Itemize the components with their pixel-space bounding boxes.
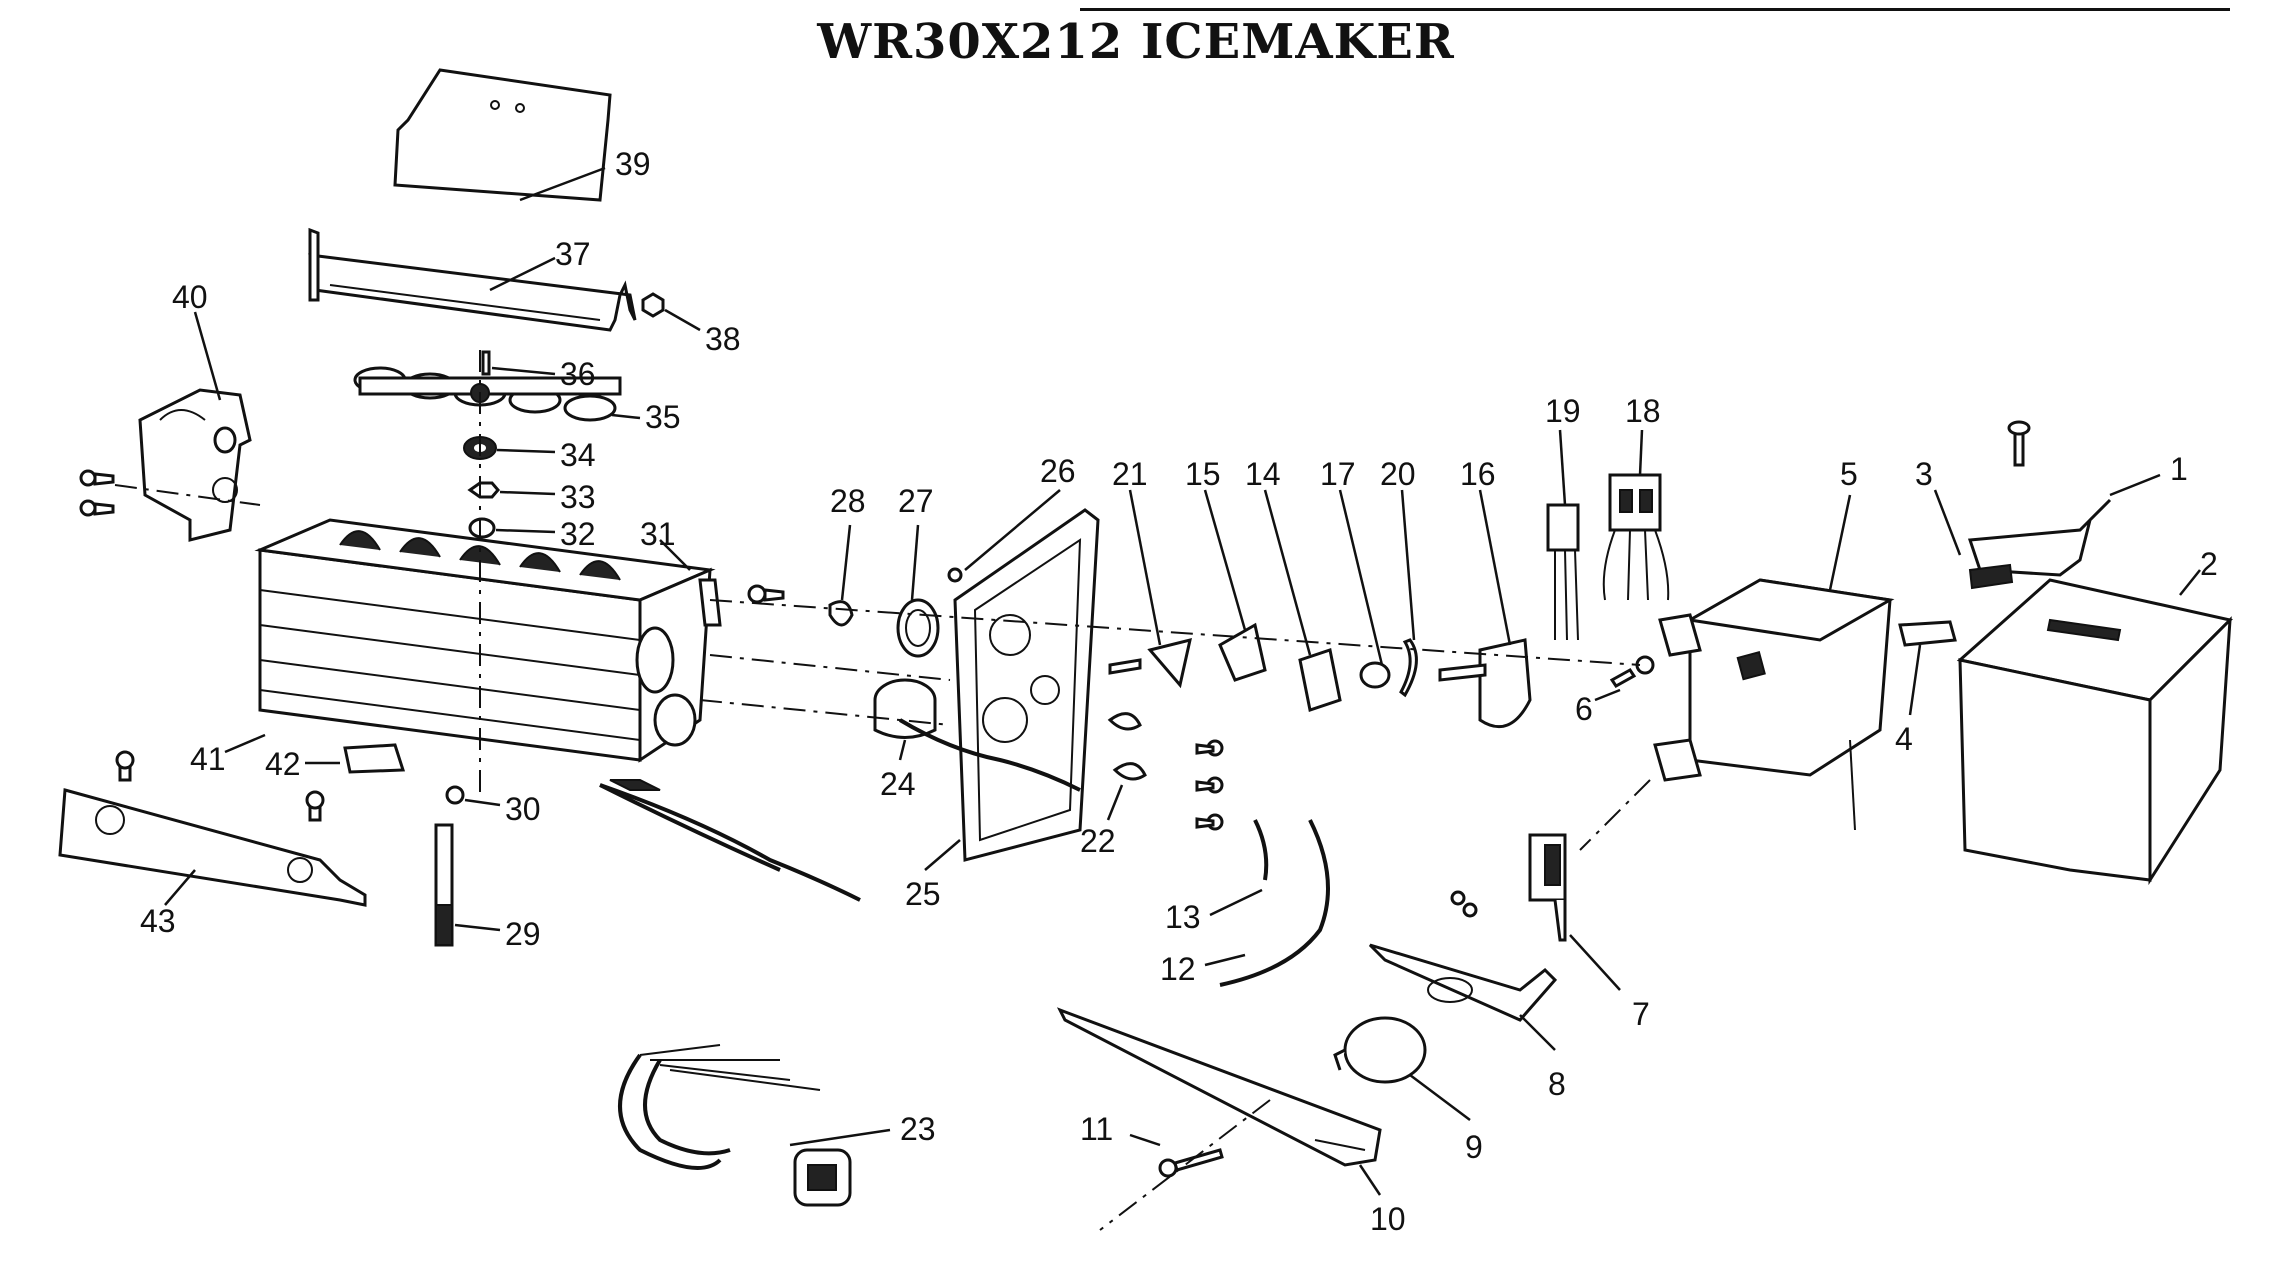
part-8-lever	[1368, 943, 1558, 1051]
part-14-switch-arm	[1263, 489, 1342, 712]
callout-19: 19	[1545, 393, 1581, 429]
part-7-switch	[1528, 833, 1621, 991]
part-15-lever	[1203, 489, 1267, 682]
part-32-washer	[468, 517, 556, 539]
callout-22: 22	[1080, 823, 1116, 859]
part-9-thermostat	[1333, 1016, 1471, 1121]
part-42-clip	[305, 743, 406, 774]
callout-32: 32	[560, 516, 596, 552]
part-19-switch	[1546, 429, 1580, 641]
callout-6: 6	[1575, 691, 1593, 727]
callout-42: 42	[265, 746, 301, 782]
callout-21: 21	[1112, 456, 1148, 492]
part-39-cover-plate	[393, 68, 612, 202]
callout-39: 39	[615, 146, 651, 182]
header-rule	[1080, 8, 2230, 11]
callout-38: 38	[705, 321, 741, 357]
callout-3: 3	[1915, 456, 1933, 492]
part-37-mold-bracket	[308, 227, 637, 332]
part-17-spring	[1338, 489, 1391, 689]
mold-screw	[747, 584, 785, 604]
callout-24: 24	[880, 766, 916, 802]
callout-36: 36	[560, 356, 596, 392]
callout-26: 26	[1040, 453, 1076, 489]
part-11-pin	[1129, 1133, 1224, 1178]
callout-4: 4	[1895, 721, 1913, 757]
callout-16: 16	[1460, 456, 1496, 492]
callout-20: 20	[1380, 456, 1416, 492]
part-2-housing-cover	[1956, 569, 2233, 886]
assembly-axis-lines	[114, 350, 1651, 1231]
part-4-terminal-block	[1898, 620, 1957, 716]
callout-37: 37	[555, 236, 591, 272]
part-22-clip	[1106, 712, 1147, 821]
part-36-screw	[481, 350, 556, 376]
part-43-mounting-bracket	[58, 750, 367, 907]
callout-25: 25	[905, 876, 941, 912]
callout-17: 17	[1320, 456, 1356, 492]
callout-12: 12	[1160, 951, 1196, 987]
callout-30: 30	[505, 791, 541, 827]
callout-8: 8	[1548, 1066, 1566, 1102]
part-18-switch	[1602, 429, 1670, 601]
part-28-clip	[828, 524, 854, 627]
callout-31: 31	[640, 516, 676, 552]
part-26-screw	[947, 489, 1061, 583]
callout-10: 10	[1370, 1201, 1406, 1237]
page-title: WR30X212 ICEMAKER	[817, 14, 1455, 70]
callout-35: 35	[645, 399, 681, 435]
small-screws	[1195, 739, 1224, 831]
callout-34: 34	[560, 437, 596, 473]
part-10-feeler-arm	[1056, 1007, 1382, 1196]
callout-11: 11	[1080, 1111, 1113, 1147]
part-21-cam-follower	[1108, 489, 1192, 689]
part-3-insulator	[1933, 489, 2014, 590]
callout-14: 14	[1245, 456, 1281, 492]
left-mount-screws	[79, 469, 115, 517]
part-34-bearing	[463, 436, 556, 460]
callout-18: 18	[1625, 393, 1661, 429]
part-33-nut	[467, 481, 556, 499]
switch-screws	[1450, 890, 1478, 918]
part-20-clip	[1399, 489, 1418, 698]
callout-1: 1	[2170, 451, 2188, 487]
callout-13: 13	[1165, 899, 1201, 935]
part-16-cam	[1438, 489, 1532, 729]
callout-41: 41	[190, 741, 226, 777]
callout-27: 27	[898, 483, 934, 519]
callout-23: 23	[900, 1111, 936, 1147]
part-38-nut	[641, 292, 701, 332]
part-13-wire	[1209, 819, 1269, 917]
callout-29: 29	[505, 916, 541, 952]
callout-7: 7	[1632, 996, 1650, 1032]
part-31-mold	[254, 518, 722, 763]
part-12-wire	[1204, 819, 1330, 987]
callout-labels: 1 2 3 4 5 6 7 8 9 10 11 12 13 14 15 16 1…	[140, 146, 2218, 1237]
part-27-spring	[896, 524, 940, 658]
part-40-solenoid-bracket	[138, 311, 252, 542]
callout-9: 9	[1465, 1129, 1483, 1165]
part-24-grommet	[873, 678, 1081, 792]
part-41-heater	[224, 733, 861, 902]
part-35-ejector-blades	[353, 366, 641, 422]
part-25-support-plate	[924, 508, 1100, 871]
callout-2: 2	[2200, 546, 2218, 582]
callout-43: 43	[140, 903, 176, 939]
callout-5: 5	[1840, 456, 1858, 492]
part-5-motor	[1653, 494, 1895, 831]
callout-40: 40	[172, 279, 208, 315]
part-1-cover-bracket	[1967, 420, 2161, 577]
part-29-shaft	[434, 823, 501, 947]
callout-28: 28	[830, 483, 866, 519]
callout-15: 15	[1185, 456, 1221, 492]
callout-33: 33	[560, 479, 596, 515]
part-23-wire-harness	[618, 1044, 891, 1207]
part-30-nut	[445, 785, 501, 807]
